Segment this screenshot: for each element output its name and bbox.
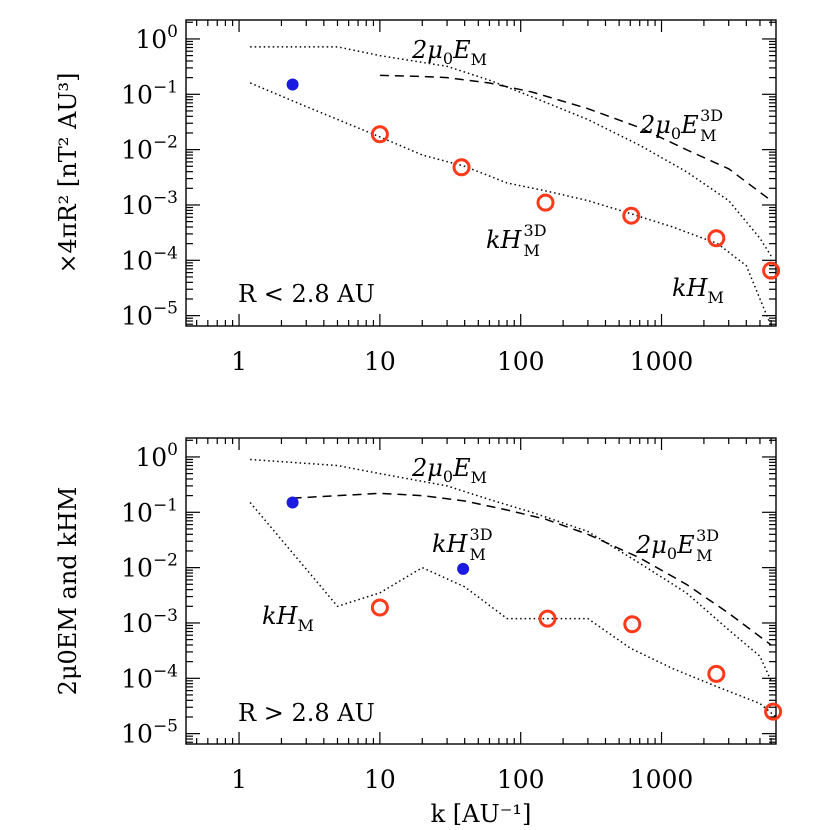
top-y-tick-label: 100 — [135, 22, 178, 54]
top-label-hm: kHM — [672, 274, 724, 307]
top-series-line-1 — [379, 74, 772, 202]
bottom-khm3d-point — [457, 562, 470, 575]
bottom-y-tick-label: 10−1 — [121, 495, 178, 527]
bottom-y-tick-label: 10−2 — [121, 551, 178, 583]
top-khm-point — [452, 158, 471, 177]
bottom-khm-point — [764, 702, 783, 721]
bottom-y-tick-label: 100 — [135, 440, 178, 472]
top-label-hm3d-sup: 3D — [524, 221, 547, 240]
bottom-series-line-2 — [249, 502, 777, 718]
top-label-em: 2μ0EM — [411, 36, 487, 69]
bottom-y-tick-label: 10−3 — [121, 606, 178, 638]
bottom-khm-point — [707, 664, 726, 683]
top-khm3d-point — [286, 78, 299, 91]
bottom-khm-point — [370, 598, 389, 617]
bottom-khm-point — [538, 609, 557, 628]
bottom-y-tick-label: 10−5 — [121, 717, 178, 749]
top-khm-point — [536, 193, 555, 212]
bottom-label-em3d: 2μ0E — [635, 531, 695, 563]
top-label-em3d: 2μ0E — [639, 111, 699, 143]
bottom-label-hm3d-sub: M — [470, 545, 486, 564]
top-label-hm3d-sub: M — [524, 241, 540, 260]
top-y-tick-label: 10−3 — [121, 188, 178, 220]
bottom-series-line-0 — [250, 458, 772, 682]
bottom-label-em3d-sup: 3D — [696, 526, 719, 545]
bottom-series-line-1 — [292, 492, 772, 646]
bottom-x-axis-label: k [AU⁻¹] — [431, 800, 532, 828]
bottom-x-tick-label: 10 — [364, 765, 396, 794]
bottom-x-tick-label: 1 — [231, 765, 247, 794]
bottom-label-em: 2μ0EM — [411, 454, 487, 487]
bottom-label-hm3d: kH — [432, 530, 469, 558]
top-khm-point — [370, 125, 389, 144]
top-label-em3d-sub: M — [700, 126, 716, 145]
bottom-x-tick-label: 100 — [497, 765, 545, 794]
top-label-hm3d: kH — [486, 226, 523, 254]
bottom-y-tick-label: 10−4 — [121, 661, 178, 693]
top-x-tick-label: 1 — [231, 347, 247, 376]
top-y-tick-label: 10−2 — [121, 133, 178, 165]
top-y-tick-label: 10−5 — [121, 299, 178, 331]
top-khm-point — [622, 206, 641, 225]
top-y-tick-label: 10−1 — [121, 77, 178, 109]
top-series-line-2 — [249, 82, 772, 327]
top-y-axis-label: ×4πR² [nT² AU³] — [54, 72, 82, 273]
top-plot-frame — [185, 19, 777, 327]
bottom-y-axis-label: 2μ0EM and kHM — [54, 487, 82, 696]
bottom-x-tick-label: 1000 — [630, 765, 694, 794]
top-x-tick-label: 10 — [364, 347, 396, 376]
top-series-line-0 — [250, 46, 772, 257]
top-khm-point — [762, 261, 781, 280]
bottom-khm-point — [623, 615, 642, 634]
bottom-annotation: R > 2.8 AU — [238, 699, 375, 727]
top-annotation: R < 2.8 AU — [238, 280, 375, 308]
top-x-tick-label: 100 — [497, 347, 545, 376]
bottom-khm3d-point — [286, 496, 299, 509]
top-label-em3d-sup: 3D — [700, 106, 723, 125]
top-x-tick-label: 1000 — [630, 347, 694, 376]
bottom-label-hm: kHM — [262, 602, 314, 635]
bottom-label-hm3d-sup: 3D — [470, 525, 493, 544]
bottom-plot-frame — [185, 437, 777, 745]
top-khm-point — [707, 229, 726, 248]
bottom-label-em3d-sub: M — [696, 546, 712, 565]
top-y-tick-label: 10−4 — [121, 243, 178, 275]
